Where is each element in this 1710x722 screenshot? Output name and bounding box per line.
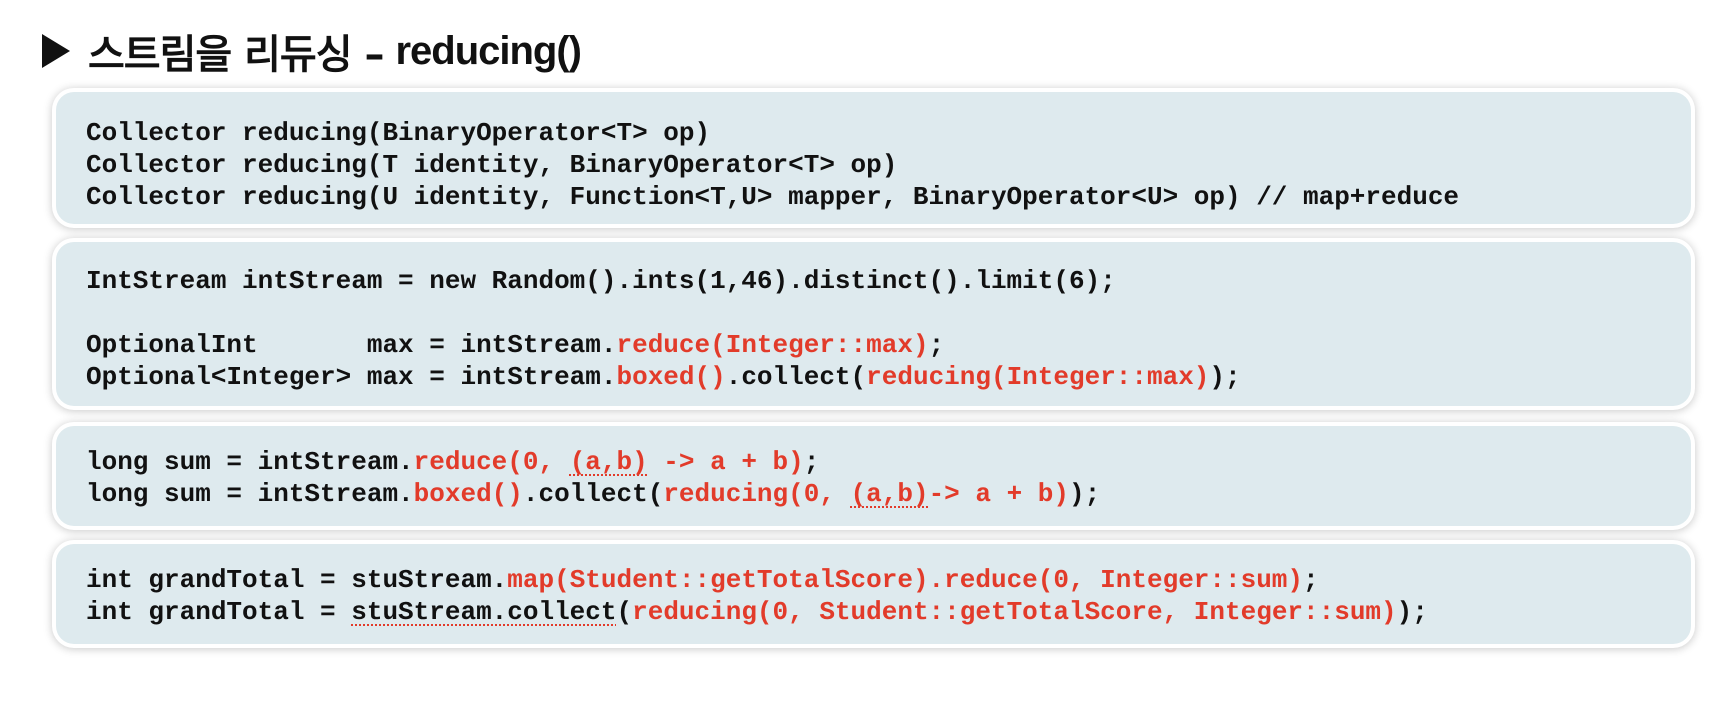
code-segment: ;	[928, 330, 945, 360]
highlighted-code: reducing(Integer::max)	[866, 362, 1210, 392]
code-segment: );	[1209, 362, 1241, 392]
code-segment: OptionalInt max = intStream.	[86, 330, 617, 360]
title-korean: 스트림을 리듀싱 –	[88, 32, 384, 78]
code-segment: );	[1396, 597, 1428, 627]
signature-code-box: Collector reducing(BinaryOperator<T> op)…	[56, 92, 1691, 224]
code-line: long sum = intStream.reduce(0, (a,b) -> …	[86, 446, 819, 478]
highlighted-code: reducing(0,	[663, 479, 851, 509]
code-segment: .collect(	[725, 362, 867, 392]
code-line: Optional<Integer> max = intStream.boxed(…	[86, 361, 1241, 393]
code-line: Collector reducing(BinaryOperator<T> op)	[86, 118, 711, 148]
code-line: long sum = intStream.boxed().collect(red…	[86, 478, 1100, 510]
highlighted-code: -> a + b)	[647, 447, 804, 477]
code-line: Collector reducing(T identity, BinaryOpe…	[86, 150, 898, 180]
code-segment: int grandTotal =	[86, 597, 352, 627]
code-line: IntStream intStream = new Random().ints(…	[86, 266, 1116, 296]
highlighted-code: reducing(0, Student::getTotalScore, Inte…	[632, 597, 1397, 627]
highlighted-code: reduce(Integer::max)	[616, 330, 929, 360]
spellcheck-underlined-code: (a,b)	[850, 479, 929, 509]
code-segment: ;	[803, 447, 820, 477]
spellcheck-underlined-code: (a,b)	[569, 447, 648, 477]
code-segment: int grandTotal = stuStream.	[86, 565, 508, 595]
sum-example-code-box: long sum = intStream.reduce(0, (a,b) -> …	[56, 426, 1691, 526]
triangle-bullet-icon	[42, 34, 70, 68]
page-title: 스트림을 리듀싱 – reducing()	[42, 22, 582, 80]
code-segment: ;	[1303, 565, 1319, 595]
highlighted-code: reduce(0,	[413, 447, 570, 477]
max-example-code-box: IntStream intStream = new Random().ints(…	[56, 242, 1691, 406]
code-segment: );	[1069, 479, 1101, 509]
code-segment: long sum = intStream.	[86, 447, 414, 477]
title-method: reducing()	[395, 28, 582, 73]
code-segment: Optional<Integer> max = intStream.	[86, 362, 617, 392]
spellcheck-underlined-code: stuStream.collect	[351, 597, 617, 627]
highlighted-code: -> a + b)	[928, 479, 1069, 509]
highlighted-code: boxed()	[616, 362, 726, 392]
code-segment: (	[616, 597, 633, 627]
code-line: int grandTotal = stuStream.map(Student::…	[86, 564, 1319, 596]
code-line: OptionalInt max = intStream.reduce(Integ…	[86, 329, 944, 361]
code-segment: .collect(	[522, 479, 664, 509]
grandtotal-example-code-box: int grandTotal = stuStream.map(Student::…	[56, 544, 1691, 644]
code-segment: long sum = intStream.	[86, 479, 414, 509]
highlighted-code: boxed()	[413, 479, 523, 509]
code-line: int grandTotal = stuStream.collect(reduc…	[86, 596, 1428, 628]
code-line: Collector reducing(U identity, Function<…	[86, 182, 1460, 212]
highlighted-code: map(Student::getTotalScore).reduce(0, In…	[507, 565, 1304, 595]
